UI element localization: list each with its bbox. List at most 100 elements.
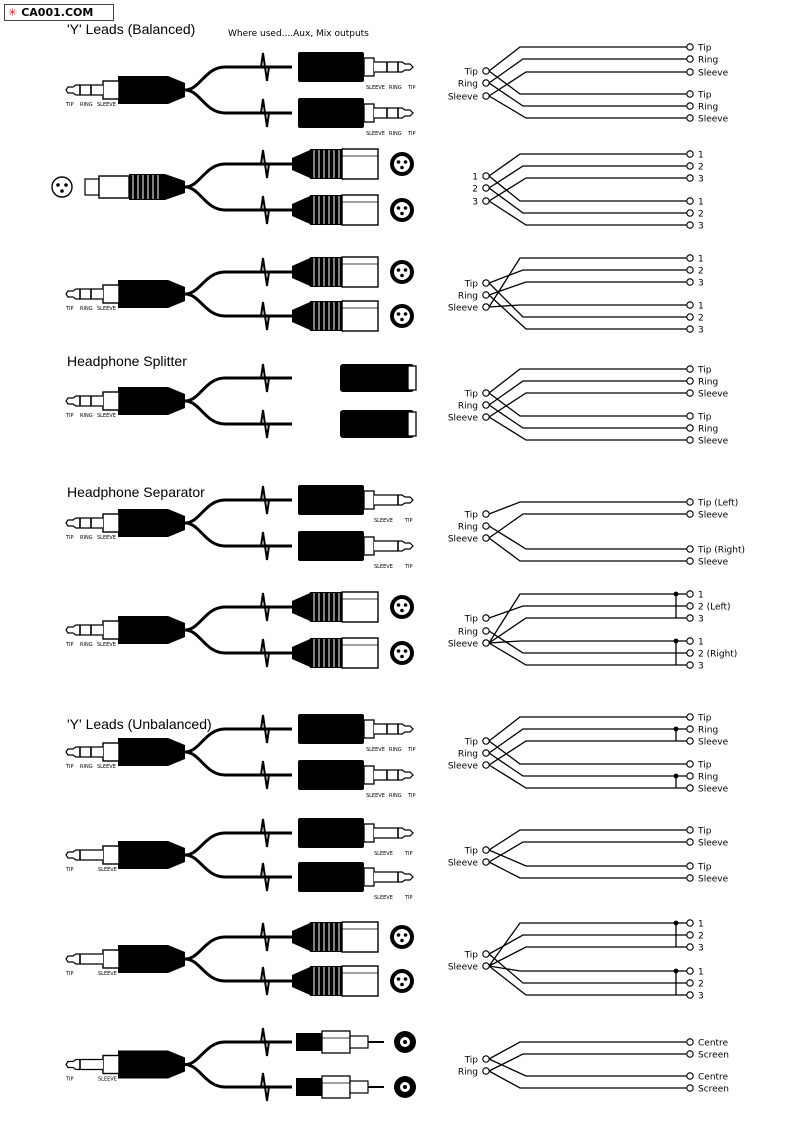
input-label: Tip [464, 511, 479, 521]
plug-collar [102, 845, 120, 865]
output-label: Tip [697, 761, 712, 771]
input-label: Ring [458, 402, 478, 412]
cable [184, 727, 292, 754]
wire [488, 513, 687, 539]
xlr-out-shell [341, 591, 379, 623]
cable-break [257, 485, 273, 515]
wire [488, 58, 687, 84]
plug-contact-label: TIP [65, 306, 74, 312]
output-terminal [686, 498, 694, 506]
output-terminal [686, 826, 694, 834]
rca-boot [296, 1033, 322, 1051]
input-label: Sleeve [448, 859, 479, 869]
xlr-out-boot [292, 150, 310, 178]
xlr-out-boot [292, 258, 310, 286]
output-label: Tip [697, 714, 712, 724]
cable [184, 185, 292, 212]
wire [488, 953, 687, 984]
xlr-pin [400, 608, 404, 613]
out-contact-label: SLEEVE [374, 564, 393, 570]
output-terminal [686, 43, 694, 51]
socket-body [340, 410, 414, 438]
plug-contact-label: RING [80, 535, 93, 541]
wire [488, 740, 687, 765]
plug-contact-label: TIP [65, 102, 74, 108]
row-heading: 'Y' Leads (Unbalanced) [67, 716, 212, 732]
output-label: 1 [698, 591, 704, 601]
input-terminal [482, 79, 490, 87]
wire [488, 1058, 687, 1077]
input-terminal [482, 858, 490, 866]
output-label: 2 [698, 932, 704, 942]
wire [488, 752, 687, 777]
out-plug-body [298, 862, 364, 892]
input-label: Tip [464, 847, 479, 857]
plug-contact-label: TIP [65, 413, 74, 419]
output-terminal [686, 838, 694, 846]
out-plug-body [298, 98, 364, 128]
output-terminal [686, 1050, 694, 1058]
out-contact-label: TIP [407, 131, 416, 137]
plug-body [118, 841, 185, 869]
xlr-out-boot [292, 302, 310, 330]
plug-contact-label: SLEEVE [98, 971, 117, 977]
xlr-socket-inner [394, 202, 410, 218]
wire [488, 537, 687, 562]
output-terminal [686, 254, 694, 262]
plug-contact-label: SLEEVE [97, 102, 116, 108]
input-label: Tip [464, 615, 479, 625]
xlr-out-shell [341, 148, 379, 180]
out-plug-shaft [374, 494, 414, 506]
output-label: 1 [698, 968, 704, 978]
input-terminal [482, 510, 490, 518]
wire [488, 282, 687, 318]
input-terminal [482, 749, 490, 757]
xlr-pin [396, 977, 401, 981]
plug-contact-label: SLEEVE [98, 1077, 117, 1083]
output-terminal [686, 510, 694, 518]
plug-contact-label: SLEEVE [97, 306, 116, 312]
plug-shaft [65, 624, 103, 636]
xlr-pin [400, 317, 404, 322]
plug-contact-label: SLEEVE [97, 413, 116, 419]
xlr-grip [129, 174, 165, 200]
wire [488, 70, 687, 95]
input-label: 2 [472, 185, 478, 195]
out-plug-body [298, 485, 364, 515]
output-terminal [686, 637, 694, 645]
rca-shell [321, 1075, 351, 1099]
cable-break [257, 98, 273, 128]
output-terminal [686, 389, 694, 397]
output-terminal [686, 221, 694, 229]
input-terminal [482, 67, 490, 75]
input-terminal [482, 303, 490, 311]
out-plug-collar [363, 719, 375, 739]
input-label: 3 [472, 198, 478, 208]
xlr-out-shell [341, 965, 379, 997]
output-terminal [686, 862, 694, 870]
input-terminal [482, 761, 490, 769]
xlr-out-grip [310, 149, 342, 179]
input-terminal [482, 846, 490, 854]
input-terminal [482, 1067, 490, 1075]
output-label: 1 [698, 920, 704, 930]
cable-break [257, 760, 273, 790]
wire [488, 965, 687, 996]
plug-shaft [65, 288, 103, 300]
usage-note: Where used....Aux, Mix outputs [228, 29, 369, 39]
xlr-pin [400, 165, 404, 170]
plug-contact-label: TIP [65, 1077, 74, 1083]
output-terminal [686, 874, 694, 882]
plug-contact-label: TIP [65, 535, 74, 541]
out-plug-body [298, 818, 364, 848]
xlr-latch [84, 178, 100, 196]
output-terminal [686, 1084, 694, 1092]
plug-contact-label: RING [80, 306, 93, 312]
cable-break [257, 301, 273, 331]
output-terminal [686, 725, 694, 733]
plug-contact-label: RING [80, 642, 93, 648]
xlr-pin [403, 649, 408, 653]
